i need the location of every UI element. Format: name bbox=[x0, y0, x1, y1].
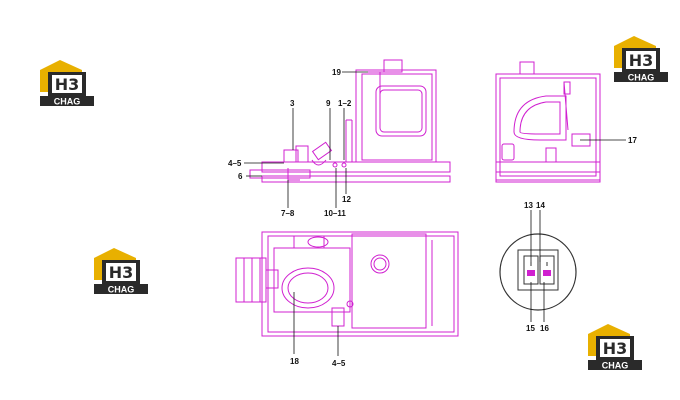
callout-16: 16 bbox=[540, 324, 549, 333]
callout-6: 6 bbox=[238, 172, 243, 181]
callout-13: 13 bbox=[524, 201, 533, 210]
callout-10-11: 10–11 bbox=[324, 209, 346, 218]
logo-brand-text: CHAG bbox=[54, 97, 81, 107]
logo-bottom-right: CHAG bbox=[588, 324, 642, 371]
switch-panel-drawing bbox=[499, 233, 577, 311]
leader-lines bbox=[244, 71, 626, 356]
logo-brand-text: CHAG bbox=[628, 73, 655, 83]
callout-7-8: 7–8 bbox=[281, 209, 295, 218]
side-view-drawing bbox=[249, 59, 451, 183]
end-view-drawing bbox=[495, 61, 601, 183]
callout-15: 15 bbox=[526, 324, 535, 333]
callout-18: 18 bbox=[290, 357, 299, 366]
callout-17: 17 bbox=[628, 136, 637, 145]
callout-4-5-top: 4–5 bbox=[228, 159, 242, 168]
callout-14: 14 bbox=[536, 201, 545, 210]
callout-4-5-bottom: 4–5 bbox=[332, 359, 346, 368]
callout-1-2: 1–2 bbox=[338, 99, 352, 108]
callout-19: 19 bbox=[332, 68, 341, 77]
callout-12: 12 bbox=[342, 195, 351, 204]
logo-brand-text: CHAG bbox=[108, 285, 135, 295]
logo-brand-text: CHAG bbox=[602, 361, 629, 371]
logo-top-left: CHAG bbox=[40, 60, 94, 107]
callout-3: 3 bbox=[290, 99, 295, 108]
logo-top-right: CHAG bbox=[614, 36, 668, 83]
logo-middle-left: CHAG bbox=[94, 248, 148, 295]
callout-9: 9 bbox=[326, 99, 331, 108]
top-view-drawing bbox=[235, 231, 459, 337]
